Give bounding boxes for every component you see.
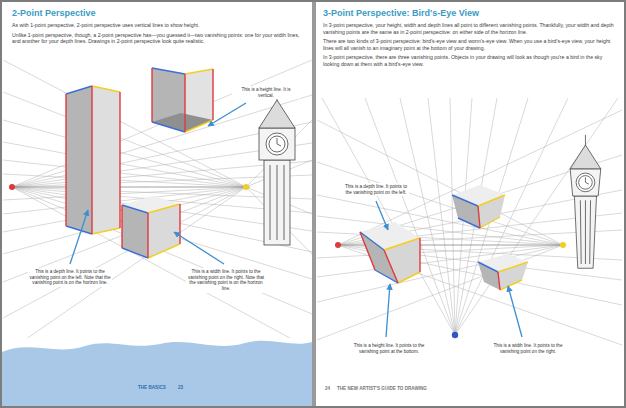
right-page [316, 2, 624, 406]
body-paragraph: Unlike 1-point perspective, though, a 2-… [12, 32, 304, 45]
running-footer: THE BASICS [138, 385, 178, 391]
callout-note: This is a height line. It is vertical. [232, 86, 300, 99]
body-paragraph: There are two kinds of 3-point perspecti… [323, 38, 615, 51]
perspective-grid [3, 60, 312, 338]
two-point-box [122, 196, 180, 258]
clock-tower [259, 88, 295, 245]
water-wash [2, 341, 312, 406]
page-number: 23 [178, 385, 190, 391]
callout-note: This is a depth line. It points to the v… [343, 183, 409, 196]
callout-note: This is a depth line. It points to the v… [28, 268, 112, 287]
page-heading: 2-Point Perspective [12, 8, 304, 19]
three-point-box [478, 254, 528, 290]
horizon-line [12, 187, 250, 188]
vanishing-point [560, 242, 566, 248]
body-paragraph: As with 1-point perspective, 2-point per… [12, 22, 304, 29]
callout-note: This is a width line. It points to the v… [186, 268, 266, 293]
gutter [312, 2, 316, 406]
callout-note: This is a height line. It points to the … [345, 342, 433, 355]
vanishing-point [243, 184, 249, 190]
two-point-box [66, 86, 120, 234]
body-paragraph: In 3-point perspective, your height, wid… [323, 22, 615, 35]
two-point-box [152, 68, 213, 132]
body-paragraph: In 3-point perspective, there are three … [323, 54, 615, 67]
vanishing-point [9, 184, 15, 190]
leader-arrow [376, 201, 522, 337]
page-heading: 3-Point Perspective: Bird's-Eye View [323, 8, 615, 19]
left-page [2, 2, 312, 406]
leader-arrow [70, 103, 246, 264]
perspective-grid [317, 98, 622, 345]
vanishing-point [335, 242, 341, 248]
clock-tower [570, 135, 601, 268]
page-number: 24 [325, 386, 335, 392]
three-point-box [452, 185, 505, 228]
vanishing-point [452, 332, 458, 338]
callout-note: This is a width line. It points to the v… [490, 342, 566, 355]
running-footer: THE NEW ARTIST'S GUIDE TO DRAWING [337, 386, 487, 392]
three-point-box [360, 222, 420, 283]
